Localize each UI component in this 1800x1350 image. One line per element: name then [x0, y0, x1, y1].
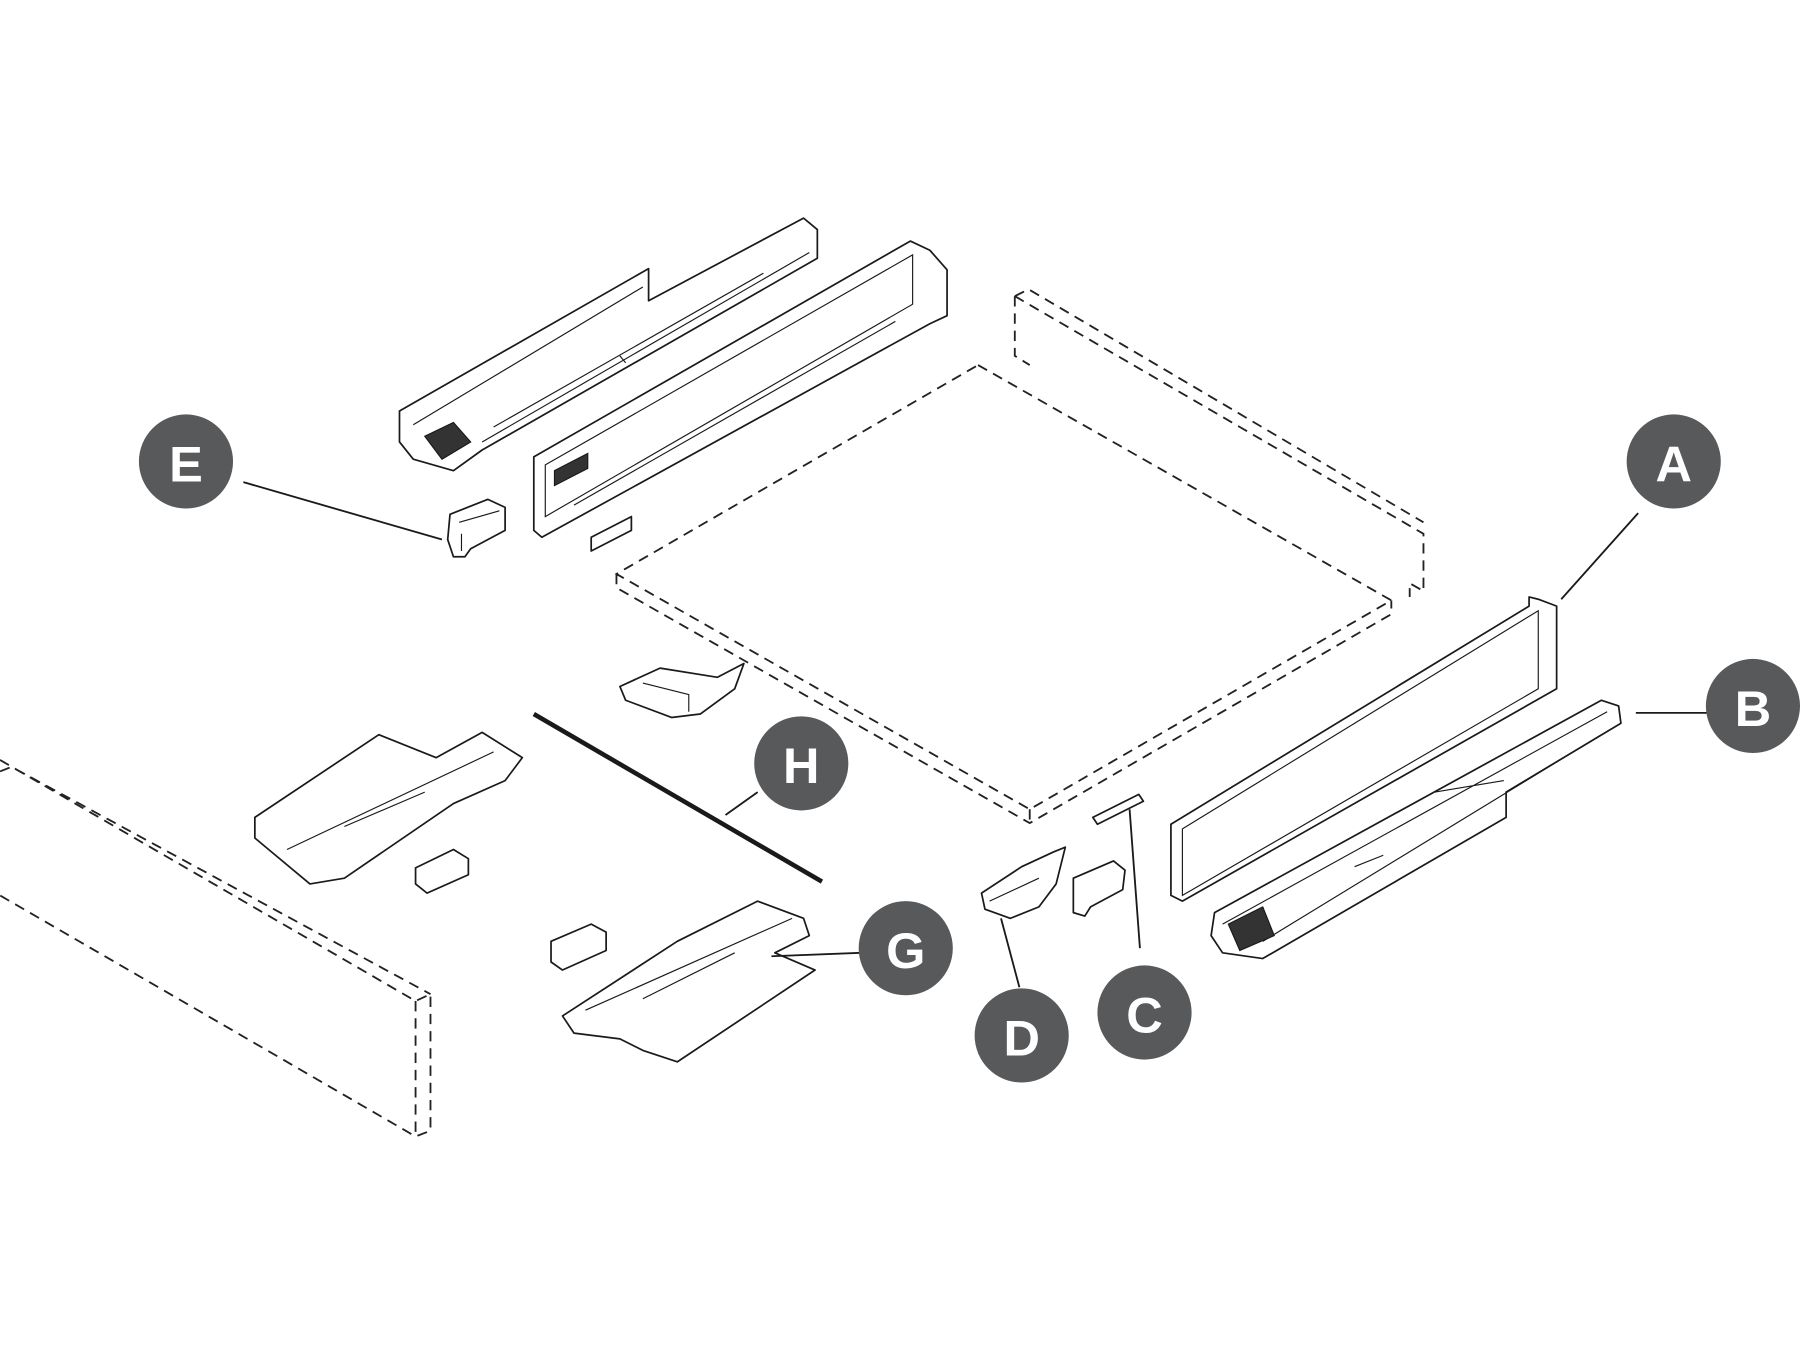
label-badge-c: C — [1097, 965, 1192, 1060]
label-badge-h: H — [754, 716, 849, 811]
label-badge-d: D — [974, 988, 1069, 1083]
label-badge-e: E — [138, 414, 234, 509]
label-c-text: C — [1126, 986, 1162, 1043]
front-fixing-bracket — [980, 846, 1067, 920]
front-fixing-clip-right — [1072, 860, 1126, 917]
right-mechanism-plate — [550, 900, 816, 1063]
label-h-text: H — [783, 737, 819, 794]
left-drawer-side — [532, 240, 948, 552]
front-panel-dashed — [0, 759, 432, 1138]
right-drawer-side — [1170, 596, 1558, 903]
synchronisation-rod — [532, 712, 824, 884]
label-b-text: B — [1735, 680, 1771, 737]
label-badge-a: A — [1626, 414, 1721, 509]
leader-lines — [243, 481, 1708, 988]
label-d-text: D — [1003, 1009, 1039, 1066]
cover-cap — [1091, 793, 1145, 826]
label-e-text: E — [169, 435, 203, 492]
right-runner — [1210, 699, 1622, 960]
left-runner — [398, 217, 819, 472]
rear-bracket — [619, 662, 745, 719]
back-panel-dashed — [1013, 288, 1425, 597]
label-badge-b: B — [1705, 658, 1800, 754]
label-a-text: A — [1655, 435, 1691, 492]
front-fixing-bracket-left — [446, 498, 506, 558]
bottom-panel-dashed — [614, 363, 1394, 825]
label-badge-g: G — [858, 901, 953, 996]
left-mechanism-plate — [253, 731, 524, 894]
label-g-text: G — [886, 922, 925, 979]
